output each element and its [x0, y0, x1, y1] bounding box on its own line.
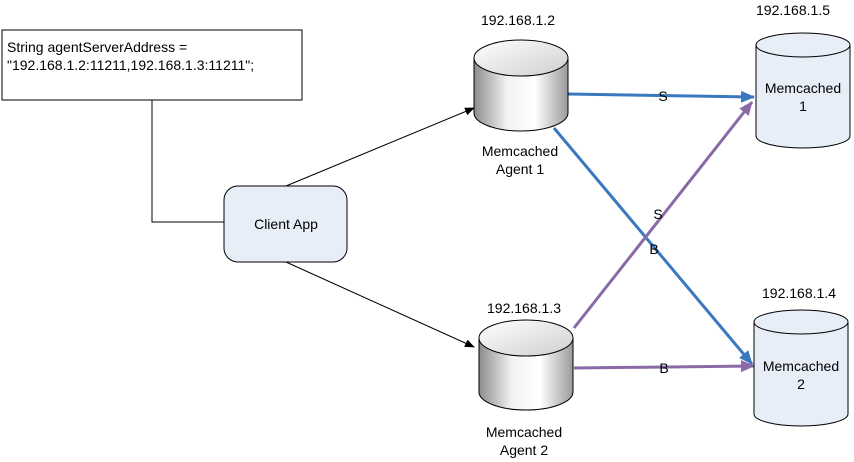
note-line-1: String agentServerAddress = — [7, 39, 187, 55]
agent1-node[interactable]: 192.168.1.2 Memcached Agent 1 — [473, 12, 569, 177]
memcached-server1-node[interactable]: 192.168.1.5 Memcached 1 — [755, 2, 851, 149]
server2-name-line-1: Memcached — [763, 358, 839, 374]
agent1-to-server1-link — [567, 90, 755, 103]
client-app-label: Client App — [254, 216, 318, 232]
link-label-agent2-server2: B — [659, 360, 668, 376]
agent2-to-server1-link — [572, 101, 754, 329]
link-label-agent1-server2: B — [649, 241, 658, 257]
note-line-2: "192.168.1.2:11211,192.168.1.3:11211"; — [7, 57, 254, 73]
link-label-agent1-server1: S — [658, 88, 667, 104]
note-connector — [151, 100, 224, 223]
link-label-agent2-server1: S — [653, 206, 662, 222]
config-note: String agentServerAddress = "192.168.1.2… — [1, 29, 303, 101]
client-to-agent1-arrow — [285, 107, 475, 187]
agent2-name-line-1: Memcached — [486, 424, 562, 440]
agent2-ip: 192.168.1.3 — [487, 300, 561, 316]
agent1-to-server2-link — [552, 127, 754, 365]
client-app-node[interactable]: Client App — [223, 185, 348, 263]
agent2-cylinder-icon — [478, 338, 574, 411]
agent2-name-line-2: Agent 2 — [500, 442, 548, 458]
server2-cylinder-icon — [753, 322, 849, 427]
agent2-to-server2-link — [573, 360, 755, 373]
agent1-name-line-2: Agent 1 — [496, 161, 544, 177]
server2-ip: 192.168.1.4 — [762, 285, 836, 301]
server1-cylinder-icon — [755, 45, 851, 149]
agent1-name-line-1: Memcached — [482, 143, 558, 159]
server1-name-line-1: Memcached — [765, 80, 841, 96]
server1-name-line-2: 1 — [799, 98, 807, 114]
agent1-ip: 192.168.1.2 — [481, 12, 555, 28]
agent1-cylinder-icon — [473, 58, 569, 132]
server1-ip: 192.168.1.5 — [756, 2, 830, 18]
client-to-agent2-arrow — [285, 261, 475, 348]
memcached-server2-node[interactable]: 192.168.1.4 Memcached 2 — [753, 285, 849, 427]
agent2-node[interactable]: 192.168.1.3 Memcached Agent 2 — [478, 300, 574, 458]
server2-name-line-2: 2 — [797, 376, 805, 392]
